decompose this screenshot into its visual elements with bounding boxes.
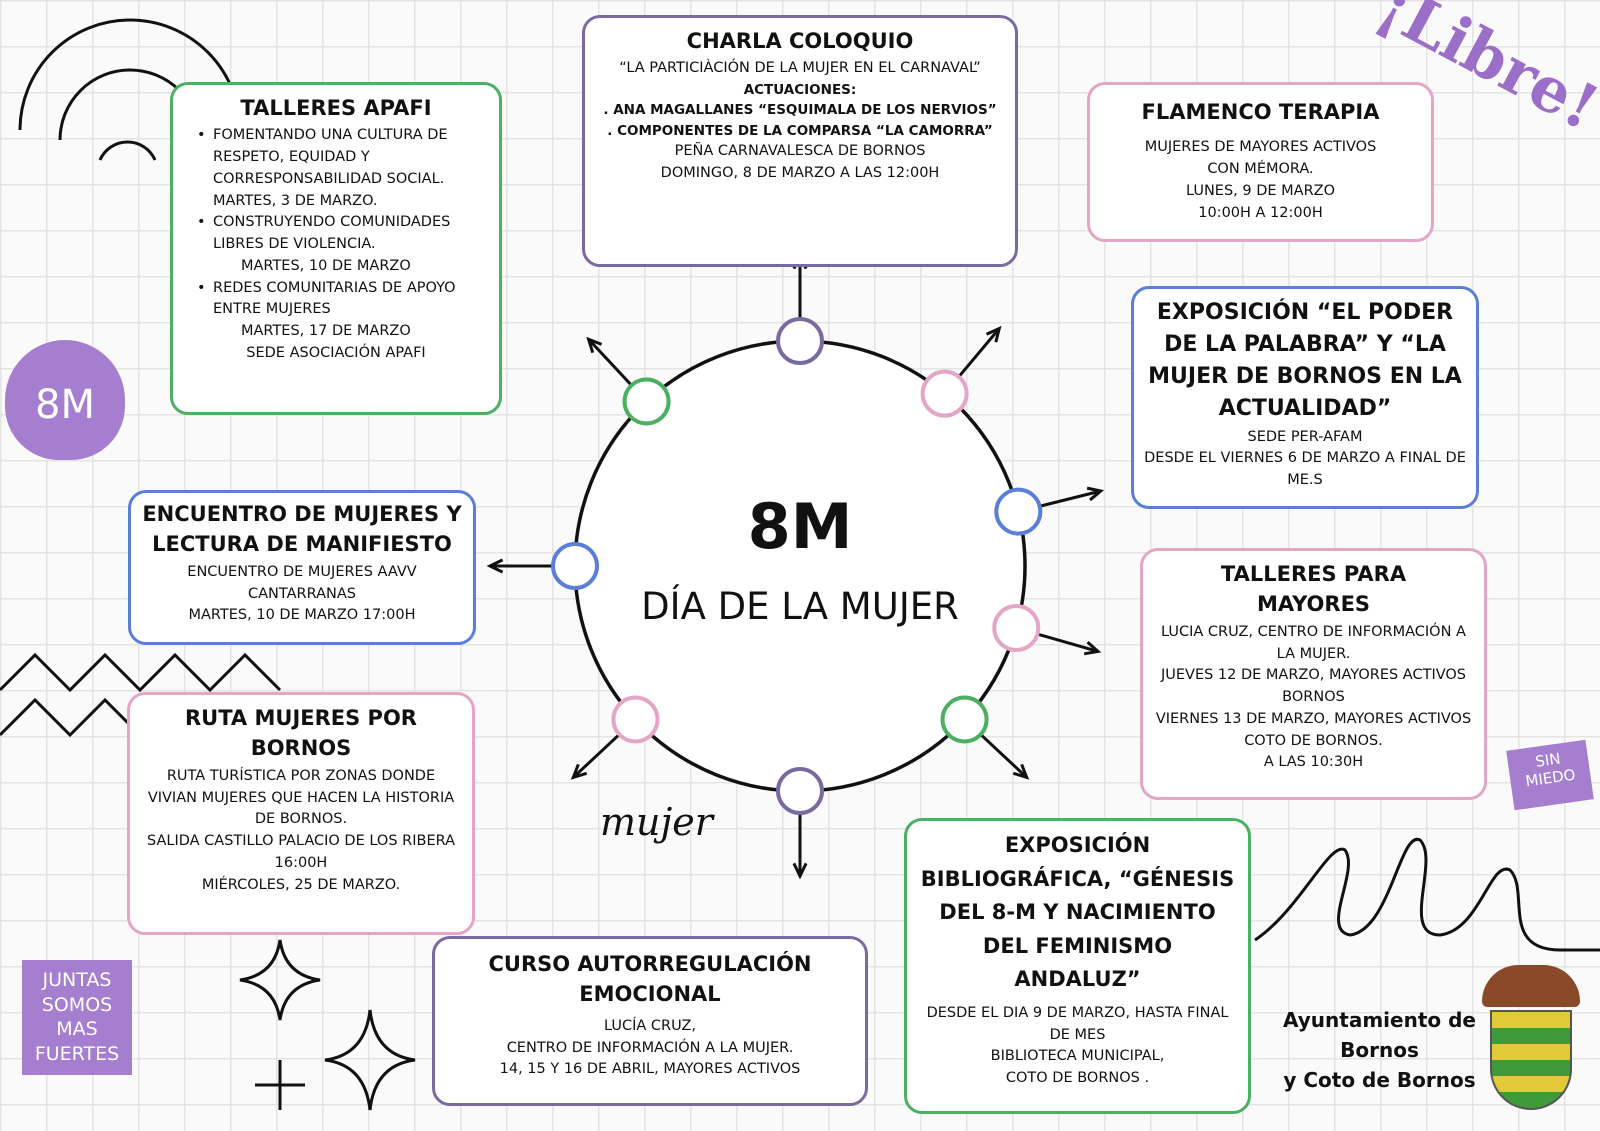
center-title: 8M xyxy=(747,490,853,563)
arrowhead-icon xyxy=(1083,641,1102,656)
connector-node xyxy=(920,369,969,418)
connector-arrow xyxy=(587,338,633,387)
list-item: REDES COMUNITARIAS DE APOYO ENTRE MUJERE… xyxy=(197,278,489,343)
talleres-apafi-card: TALLERES APAFI FOMENTANDO UNA CULTURA DE… xyxy=(170,82,502,415)
ruta-mujeres-card: RUTA MUJERES POR BORNOS RUTA TURÍSTICA P… xyxy=(127,692,475,935)
decorative-star xyxy=(239,939,416,1111)
sin-miedo-sign: SIN MIEDO xyxy=(1506,739,1594,811)
arrowhead-icon xyxy=(1012,763,1030,780)
arrowhead-icon xyxy=(570,763,588,780)
card-text: . COMPONENTES DE LA COMPARSA “LA CAMORRA… xyxy=(607,122,993,139)
flame-8m-decoration: 8M xyxy=(5,340,125,460)
card-text: ENCUENTRO DE MUJERES AAVV CANTARRANAS xyxy=(187,563,417,602)
arrowhead-icon xyxy=(586,336,603,354)
card-text: DESDE EL VIERNES 6 DE MARZO A FINAL DE M… xyxy=(1144,450,1466,489)
connector-node xyxy=(940,695,989,744)
flamenco-terapia-card: FLAMENCO TERAPIA MUJERES DE MAYORES ACTI… xyxy=(1087,82,1434,242)
card-text: A LAS 10:30H xyxy=(1263,754,1364,771)
connector-arrow xyxy=(979,733,1028,779)
mujer-decoration: mujer xyxy=(600,800,713,844)
connector-node xyxy=(776,317,824,365)
connector-node xyxy=(776,767,824,815)
curso-autorregulacion-card: CURSO AUTORREGULACIÓN EMOCIONAL LUCÍA CR… xyxy=(432,936,868,1106)
card-text: . ANA MAGALLANES “ESQUIMALA DE LOS NERVI… xyxy=(603,102,997,119)
card-title: EXPOSICIÓN BIBLIOGRÁFICA, “GÉNESIS DEL 8… xyxy=(920,833,1235,992)
card-text: BIBLIOTECA MUNICIPAL, xyxy=(990,1048,1165,1065)
card-text: RUTA TURÍSTICA POR ZONAS DONDE VIVIAN MU… xyxy=(147,767,455,828)
card-title: ENCUENTRO DE MUJERES Y LECTURA DE MANIFI… xyxy=(142,502,462,557)
card-title: RUTA MUJERES POR BORNOS xyxy=(185,706,417,761)
connector-node xyxy=(611,695,660,744)
decorative-loops xyxy=(1254,838,1600,952)
coat-of-arms-logo xyxy=(1490,1010,1572,1110)
card-text: DOMINGO, 8 DE MARZO A LAS 12:00H xyxy=(660,164,940,181)
connector-arrow xyxy=(957,327,1001,378)
card-title: FLAMENCO TERAPIA xyxy=(1141,100,1380,124)
connector-arrow xyxy=(572,733,621,779)
arrowhead-icon xyxy=(1086,486,1105,502)
card-text: COTO DE BORNOS . xyxy=(1005,1070,1150,1087)
charla-coloquio-card: CHARLA COLOQUIO “LA PARTICIÀCIÓN DE LA M… xyxy=(582,15,1018,267)
card-title: CHARLA COLOQUIO xyxy=(686,29,914,53)
card-text: SEDE PER-AFAM xyxy=(1247,428,1363,445)
card-text: MARTES, 10 DE MARZO 17:00h xyxy=(188,607,416,624)
card-text: CENTRO DE INFORMACIÓN A LA MUJER. xyxy=(506,1039,794,1056)
card-text: LUNES, 9 DE MARZO xyxy=(1185,182,1336,199)
arrowhead-icon xyxy=(486,558,504,574)
card-text: MUJERES DE MAYORES ACTIVOS CON MÉMORA. xyxy=(1144,139,1377,178)
card-text: “LA PARTICIÀCIÓN DE LA MUJER EN EL CARNA… xyxy=(619,60,981,77)
card-text: 14, 15 Y 16 DE ABRIL, MAYORES ACTIVOS xyxy=(499,1061,801,1078)
card-text: DESDE EL DIA 9 DE MARZO, HASTA FINAL DE … xyxy=(926,1004,1229,1043)
connector-arrow xyxy=(1039,489,1102,508)
list-item: CONSTRUYENDO COMUNIDADES LIBRES DE VIOLE… xyxy=(197,212,489,277)
card-text: SEDE ASOCIACIÓN APAFI xyxy=(246,344,426,361)
card-title: EXPOSICIÓN “EL PODER DE LA PALABRA” Y “L… xyxy=(1148,300,1462,421)
card-text: LUCIA CRUZ, CENTRO DE INFORMACIÓN A LA M… xyxy=(1161,623,1466,662)
card-text: 10:00H A 12:00H xyxy=(1198,204,1323,221)
card-text: ACTUACIONES: xyxy=(743,82,857,99)
talleres-mayores-card: TALLERES PARA MAYORES LUCIA CRUZ, CENTRO… xyxy=(1140,548,1487,800)
card-text: LUCÍA CRUZ, xyxy=(604,1017,696,1034)
connector-node xyxy=(994,487,1043,536)
juntas-sign: JUNTAS SOMOS MAS FUERTES xyxy=(22,960,132,1075)
arrowhead-icon xyxy=(792,862,808,880)
card-title: CURSO AUTORREGULACIÓN EMOCIONAL xyxy=(488,952,812,1007)
exposicion-bibliografica-card: EXPOSICIÓN BIBLIOGRÁFICA, “GÉNESIS DEL 8… xyxy=(904,818,1251,1114)
connector-arrow xyxy=(1037,632,1099,653)
arrowhead-icon xyxy=(985,325,1002,343)
card-text: SALIDA CASTILLO PALACIO DE LOS RIBERA 16… xyxy=(146,833,456,871)
list-item: FOMENTANDO UNA CULTURA DE RESPETO, EQUID… xyxy=(197,125,489,212)
crown-icon xyxy=(1482,965,1580,1007)
card-title: TALLERES APAFI xyxy=(240,96,432,120)
center-subtitle: DÍA DE LA MUJER xyxy=(641,585,959,628)
card-text: VIERNES 13 DE MARZO, MAYORES ACTIVOS COT… xyxy=(1155,710,1472,749)
card-title: TALLERES PARA MAYORES xyxy=(1220,562,1407,617)
encuentro-mujeres-card: ENCUENTRO DE MUJERES Y LECTURA DE MANIFI… xyxy=(128,490,476,645)
connector-node xyxy=(622,377,671,426)
exposicion-palabra-card: EXPOSICIÓN “EL PODER DE LA PALABRA” Y “L… xyxy=(1131,286,1479,509)
card-text: MIÉRCOLES, 25 DE MARZO. xyxy=(201,876,401,893)
connector-node xyxy=(992,604,1041,653)
connector-node xyxy=(551,542,599,590)
card-text: JUEVES 12 DE MARZO, MAYORES ACTIVOS BORN… xyxy=(1160,667,1467,706)
card-text: PEÑA CARNAVALESCA DE BORNOS xyxy=(674,142,926,159)
